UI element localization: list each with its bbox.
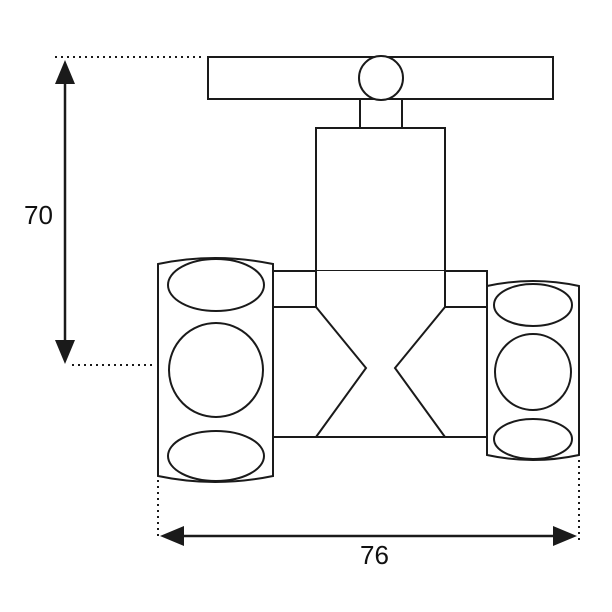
valve-seat-right [393, 306, 446, 438]
right-nut-face-center [494, 333, 572, 411]
valve-body-neck [316, 271, 445, 308]
handle-stem [359, 98, 403, 129]
handle-knob [358, 55, 404, 101]
left-nut-face-top [167, 258, 265, 312]
left-nut-face-bottom [167, 430, 265, 482]
height-arrowhead-top [55, 60, 75, 84]
width-dimension-label: 76 [360, 540, 389, 570]
height-dimension-label: 70 [24, 200, 53, 230]
left-nut-face-center [168, 322, 264, 418]
right-nut-face-top [493, 283, 573, 327]
valve-bonnet [315, 127, 446, 272]
height-arrowhead-bottom [55, 340, 75, 364]
width-arrowhead-left [160, 526, 184, 546]
valve-seat-left [315, 306, 368, 438]
width-arrowhead-right [553, 526, 577, 546]
right-nut-face-bottom [493, 418, 573, 460]
